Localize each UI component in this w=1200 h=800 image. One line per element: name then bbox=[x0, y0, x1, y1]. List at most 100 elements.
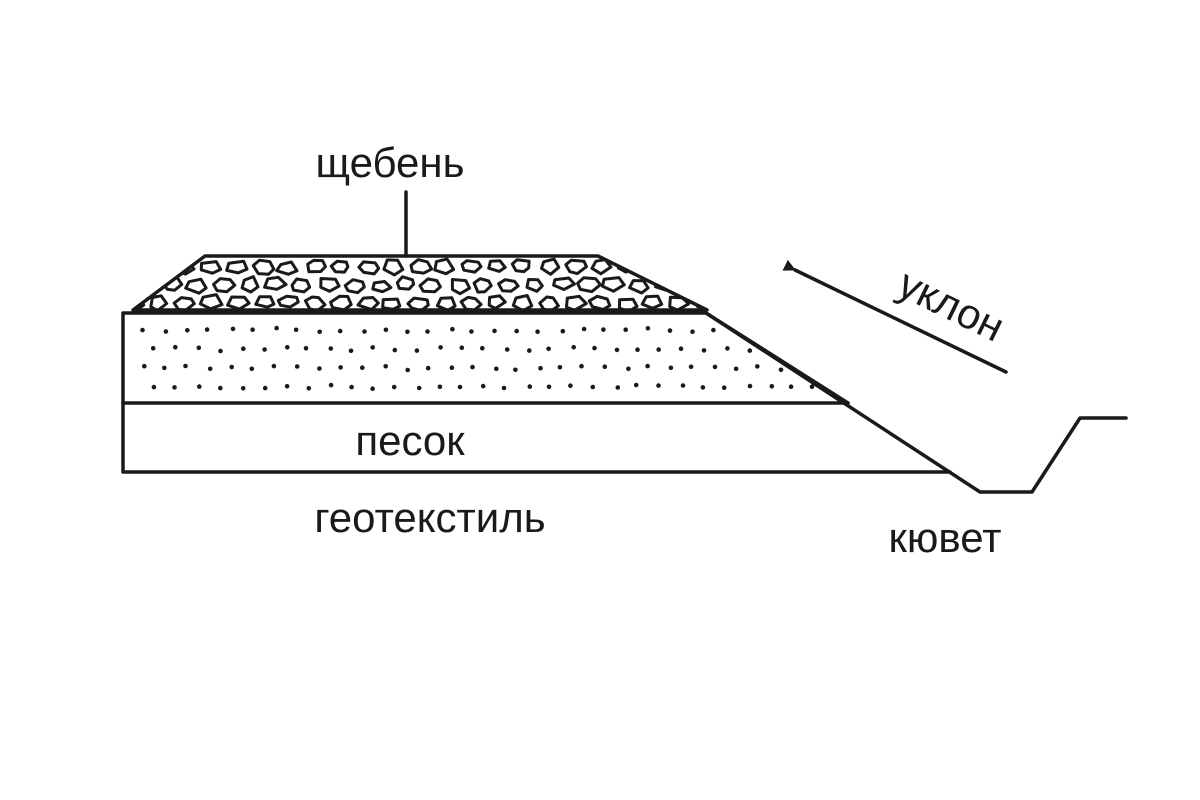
sand-dot bbox=[778, 367, 784, 373]
sand-dot bbox=[383, 327, 389, 333]
stone-cell bbox=[501, 315, 521, 327]
sand-dot bbox=[635, 347, 640, 353]
stone-cell bbox=[459, 295, 483, 310]
sand-dot bbox=[349, 384, 354, 390]
stone-cell bbox=[188, 316, 207, 328]
stone-cell bbox=[399, 314, 417, 328]
geotextile-label: геотекстиль bbox=[314, 494, 545, 541]
stone-cell bbox=[319, 277, 341, 293]
stone-cell bbox=[371, 280, 393, 294]
sand-dot bbox=[791, 347, 797, 353]
sand-dot bbox=[150, 346, 156, 351]
sand-dot bbox=[370, 345, 376, 350]
sand-dot bbox=[459, 345, 465, 351]
sand-dot bbox=[712, 364, 718, 370]
stone-cell bbox=[371, 314, 390, 327]
sand-dot bbox=[711, 327, 716, 333]
sand-dot bbox=[527, 384, 533, 389]
stone-cell bbox=[497, 278, 520, 293]
stone-cell bbox=[433, 257, 456, 276]
sand-dot bbox=[328, 382, 334, 388]
sand-dot bbox=[241, 346, 246, 352]
stone-cell bbox=[356, 296, 380, 310]
sand-dot bbox=[391, 384, 397, 390]
stone-cell bbox=[141, 317, 156, 327]
sand-dot bbox=[425, 365, 431, 371]
stone-cell bbox=[668, 259, 693, 276]
sand-dot bbox=[527, 348, 532, 353]
sand-dot bbox=[437, 384, 443, 390]
sand-dot bbox=[733, 366, 739, 372]
stone-cell bbox=[633, 313, 650, 327]
stone-cell bbox=[655, 313, 674, 328]
stone-cell bbox=[487, 294, 507, 310]
sand-dot bbox=[151, 384, 157, 390]
sand-dot bbox=[701, 348, 707, 353]
sand-dot bbox=[470, 364, 475, 370]
sand-dot bbox=[229, 364, 234, 370]
sand-dot bbox=[348, 348, 354, 354]
sand-dot bbox=[568, 383, 573, 389]
sand-dot bbox=[592, 345, 597, 351]
sand-dot bbox=[538, 366, 543, 371]
stone-cell bbox=[510, 258, 531, 274]
sand-dot bbox=[747, 383, 753, 389]
sand-dot bbox=[185, 328, 190, 333]
sand-dot bbox=[207, 366, 213, 372]
sand-dot bbox=[725, 346, 730, 351]
sand-dot bbox=[262, 347, 267, 352]
stone-cell bbox=[242, 314, 262, 327]
crushed-stone-layer bbox=[131, 254, 741, 328]
stone-cell bbox=[642, 259, 664, 273]
sand-dot bbox=[779, 329, 785, 335]
stone-cell bbox=[448, 313, 466, 327]
stone-cell bbox=[291, 314, 311, 326]
slope-arrow bbox=[782, 259, 1008, 374]
stone-cell bbox=[382, 258, 405, 277]
stone-cell bbox=[268, 316, 287, 326]
slope-and-ditch-profile bbox=[704, 311, 1128, 494]
sand-dot bbox=[844, 328, 848, 334]
sand-dot bbox=[799, 364, 804, 370]
stone-cell bbox=[275, 260, 299, 276]
sand-dot bbox=[667, 328, 673, 333]
sand-dot bbox=[370, 386, 375, 392]
sand-dot bbox=[800, 328, 806, 334]
sand-dot bbox=[755, 364, 760, 369]
sand-dot bbox=[721, 385, 727, 391]
sand-dot bbox=[614, 347, 620, 353]
stone-cell bbox=[460, 259, 483, 274]
sand-dot bbox=[457, 384, 463, 390]
sand-dot bbox=[579, 363, 584, 369]
sand-dot bbox=[809, 384, 815, 390]
stone-cell bbox=[640, 294, 664, 310]
sand-dot bbox=[162, 365, 167, 371]
stone-cell bbox=[344, 314, 364, 326]
sand-dot bbox=[414, 348, 420, 353]
sand-dot bbox=[317, 366, 322, 371]
stone-cell bbox=[422, 314, 441, 328]
stone-cell bbox=[409, 258, 434, 275]
sand-dot bbox=[494, 366, 499, 372]
sand-dot bbox=[383, 364, 389, 369]
sand-dot bbox=[645, 326, 651, 331]
stone-cell bbox=[329, 294, 353, 310]
stone-cell bbox=[450, 278, 472, 296]
stone-cell bbox=[263, 275, 288, 291]
sand-dot bbox=[668, 365, 674, 371]
sand-dot bbox=[249, 366, 255, 372]
sand-dot bbox=[645, 363, 650, 369]
stone-cell bbox=[709, 278, 728, 290]
sand-dot bbox=[172, 385, 177, 390]
stone-cell bbox=[722, 261, 741, 272]
stone-cell bbox=[303, 295, 327, 310]
sand-dot bbox=[513, 367, 518, 373]
stone-cell bbox=[306, 258, 327, 274]
sand-dot bbox=[480, 345, 485, 351]
stone-cell bbox=[576, 276, 602, 294]
sand-label: песок bbox=[355, 417, 465, 464]
stone-cell bbox=[564, 258, 588, 276]
crushed-stone-outline bbox=[131, 254, 709, 312]
stone-cell bbox=[628, 279, 650, 295]
